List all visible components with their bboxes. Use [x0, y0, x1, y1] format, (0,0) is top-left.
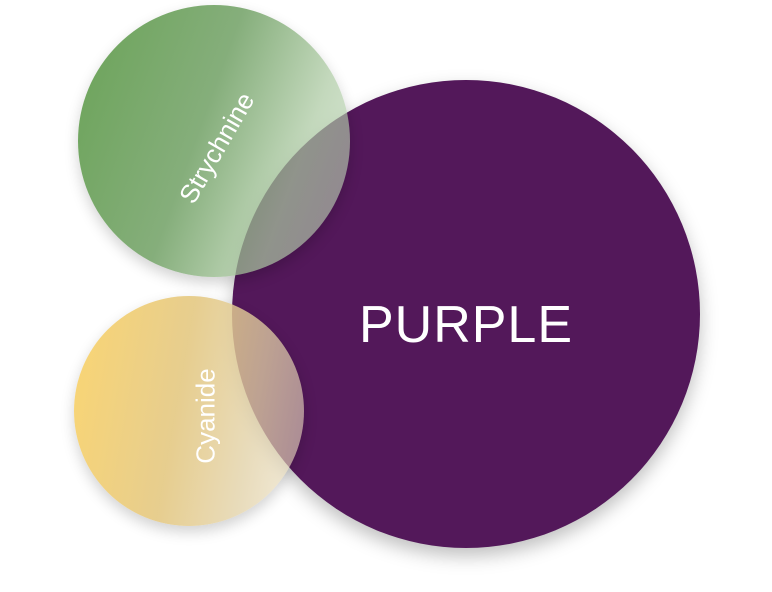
strychnine-circle [78, 5, 350, 277]
cyanide-label: Cyanide [190, 368, 221, 464]
cyanide-circle [74, 296, 304, 526]
purple-label: PURPLE [358, 296, 574, 354]
